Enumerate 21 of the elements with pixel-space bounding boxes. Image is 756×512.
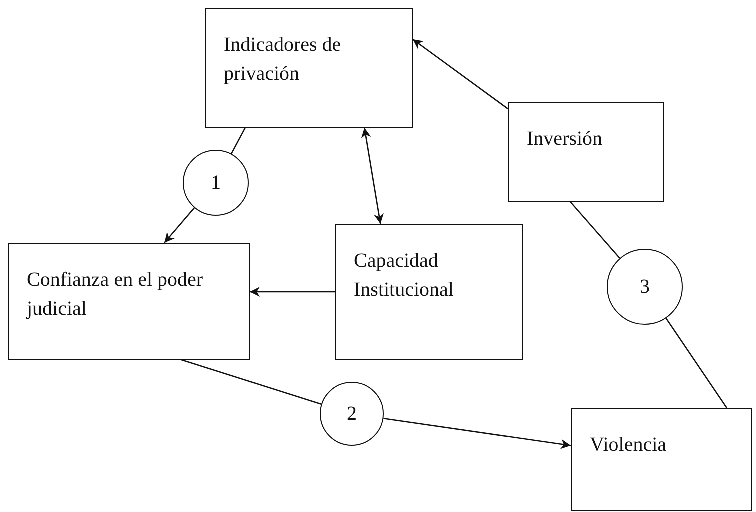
- arrow: [384, 418, 572, 450]
- arrow: [164, 208, 196, 244]
- number-circle: [607, 249, 683, 325]
- node-label: Violencia: [590, 433, 668, 458]
- node-label: Confianza en el poder judicial: [27, 268, 204, 322]
- concept-box: [508, 102, 664, 202]
- arrow: [412, 38, 508, 110]
- arrow: [361, 128, 384, 224]
- node-label: Indicadores de privación: [224, 33, 342, 87]
- node-label: 3: [639, 277, 651, 297]
- concept-box: [571, 408, 752, 511]
- node-label: 2: [346, 404, 358, 424]
- concept-box: [205, 8, 413, 128]
- node-label: 1: [210, 173, 222, 193]
- number-circle: [183, 150, 249, 216]
- concept-box: [335, 224, 523, 360]
- node-label: Inversión: [527, 127, 604, 152]
- node-label: Capacidad Institucional: [354, 249, 455, 303]
- number-circle: [320, 382, 384, 446]
- concept-box: [8, 243, 250, 360]
- arrow: [250, 287, 335, 297]
